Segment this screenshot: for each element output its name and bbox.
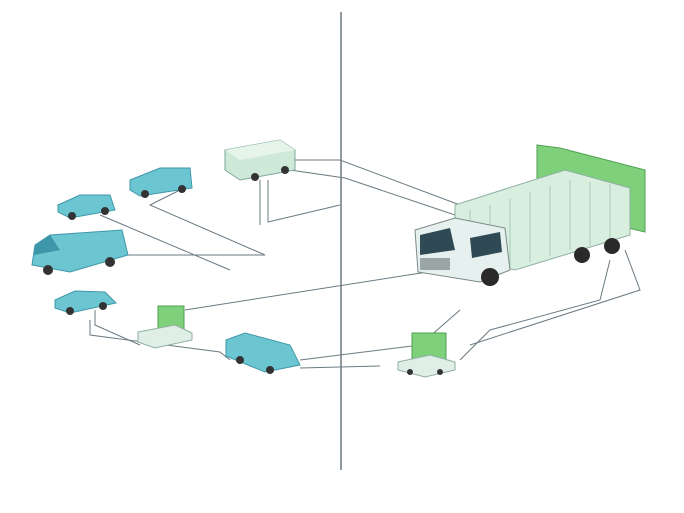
car-icon	[54, 290, 118, 315]
pickup-truck-icon	[129, 167, 193, 198]
semi-truck-icon	[414, 144, 646, 286]
car-icon	[57, 194, 116, 220]
delivery-van-icon	[31, 229, 129, 275]
connection-lines	[89, 12, 641, 470]
delivery-van-icon	[225, 332, 301, 374]
parcel-cart-icon	[137, 305, 193, 349]
parcel-cart-icon	[397, 332, 456, 378]
box-truck-icon	[224, 139, 296, 181]
